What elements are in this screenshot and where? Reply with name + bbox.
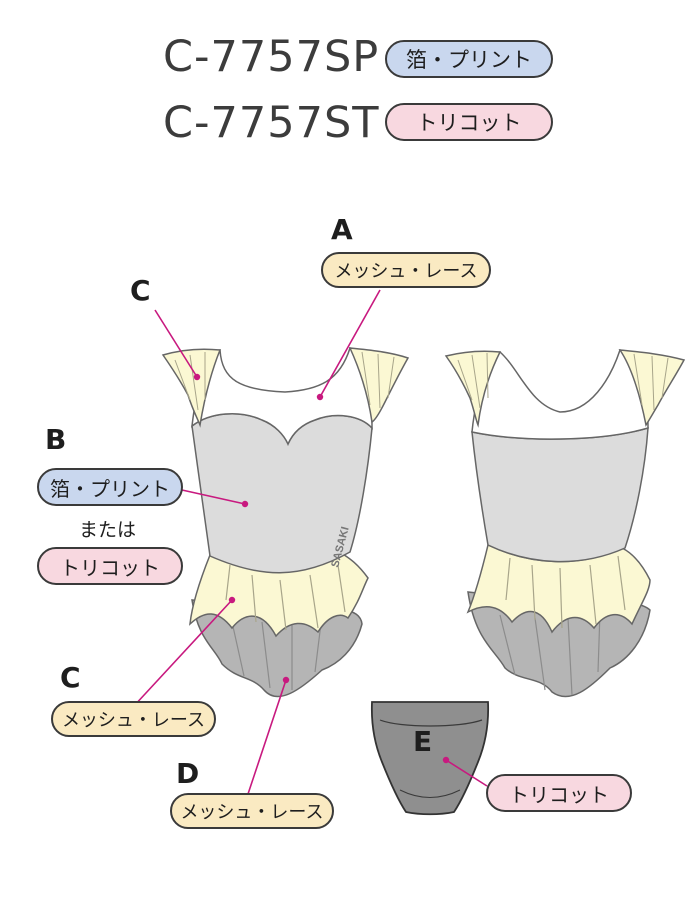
callout-label-a: メッシュ・レース: [321, 252, 491, 288]
leader-e: [445, 759, 488, 787]
leader-a: [319, 289, 381, 398]
front-leotard: SASAKI: [161, 347, 410, 698]
callout-letter-e: E: [413, 725, 433, 758]
callout-label-d: メッシュ・レース: [170, 793, 334, 829]
callout-label-b-foil: 箔・プリント: [37, 468, 183, 506]
product-code-st: C-7757ST: [163, 98, 380, 148]
leader-c-top: [154, 309, 198, 378]
callout-letter-c-top: C: [130, 274, 151, 307]
product-code-sp: C-7757SP: [163, 32, 380, 82]
back-leotard: [444, 349, 686, 698]
leader-lines: [132, 289, 488, 798]
back-mesh-yoke: [471, 349, 649, 440]
leader-b: [181, 489, 246, 505]
front-mesh-yoke: [191, 347, 373, 446]
callout-letter-a: A: [331, 213, 353, 246]
callout-letter-d: D: [176, 757, 200, 790]
callout-label-c-bottom: メッシュ・レース: [51, 701, 216, 737]
leader-c-bottom: [132, 599, 233, 708]
back-left-sleeve: [444, 350, 502, 428]
callout-label-b-tricot: トリコット: [37, 547, 183, 585]
callout-or-text: または: [79, 519, 137, 541]
brief: [370, 701, 490, 816]
foil-print-tag: 箔・プリント: [385, 40, 553, 78]
leader-d: [246, 679, 287, 798]
tricot-tag: トリコット: [385, 103, 553, 141]
callout-letter-c-bottom: C: [60, 661, 81, 694]
back-body-panel: [471, 426, 649, 563]
callout-letter-b: B: [45, 423, 67, 456]
leader-dots: [193, 373, 450, 764]
callout-label-e: トリコット: [486, 774, 632, 812]
